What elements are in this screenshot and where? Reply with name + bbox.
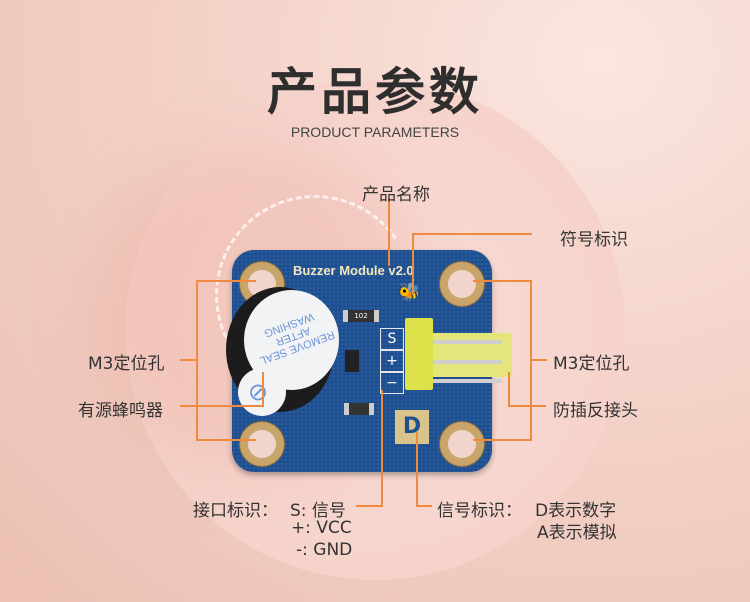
interface-line-gnd: -: GND (296, 540, 353, 560)
leader-line (180, 359, 197, 361)
leader-line (388, 198, 390, 266)
label-product-name: 产品名称 (362, 185, 430, 205)
leader-line (196, 280, 256, 282)
interface-line-vcc: +: VCC (291, 518, 352, 538)
signal-mark: D (395, 410, 429, 444)
bee-logo-icon: 🐝 (398, 282, 421, 303)
resistor: 102 (343, 310, 379, 322)
leader-line (412, 233, 532, 235)
pin-label-s: S (380, 328, 404, 350)
interface-line-s: S: 信号 (290, 501, 346, 521)
page-subtitle: PRODUCT PARAMETERS (290, 124, 460, 140)
connector-pin (430, 360, 502, 364)
label-signal-title: 信号标识： (437, 501, 522, 521)
label-anti-reverse: 防插反接头 (553, 401, 638, 421)
signal-line-digital: D表示数字 (535, 501, 617, 521)
leader-line (356, 505, 383, 507)
leader-line (416, 505, 432, 507)
leader-line (508, 405, 546, 407)
transistor (345, 350, 359, 372)
leader-line (416, 432, 418, 506)
leader-line (508, 372, 510, 407)
seal-tab-icon: ⊘ (248, 378, 269, 406)
label-symbol-mark: 符号标识 (560, 230, 628, 250)
leader-line (473, 280, 530, 282)
mounting-hole-top-right (440, 262, 484, 306)
page-title: 产品参数 (267, 63, 483, 121)
signal-line-analog: A表示模拟 (537, 523, 617, 543)
leader-line (180, 405, 263, 407)
label-active-buzzer: 有源蜂鸣器 (78, 401, 163, 421)
board-silkscreen: Buzzer Module v2.0 (293, 263, 414, 278)
capacitor (344, 403, 374, 415)
connector-pin (430, 379, 502, 383)
label-m3-hole-left: M3定位孔 (88, 354, 165, 374)
leader-line (412, 233, 414, 295)
connector-pin (430, 340, 502, 344)
anti-reverse-connector (405, 318, 433, 390)
label-interface-title: 接口标识： (193, 501, 278, 521)
leader-line (262, 372, 264, 407)
mounting-hole-bottom-left (240, 422, 284, 466)
leader-line (473, 439, 532, 441)
pin-label-minus: − (380, 372, 404, 394)
leader-line (196, 439, 256, 441)
pin-label-plus: + (380, 350, 404, 372)
leader-line (530, 359, 547, 361)
leader-line (381, 390, 383, 506)
label-m3-hole-right: M3定位孔 (553, 354, 630, 374)
leader-line (196, 280, 198, 440)
mounting-hole-bottom-right (440, 422, 484, 466)
